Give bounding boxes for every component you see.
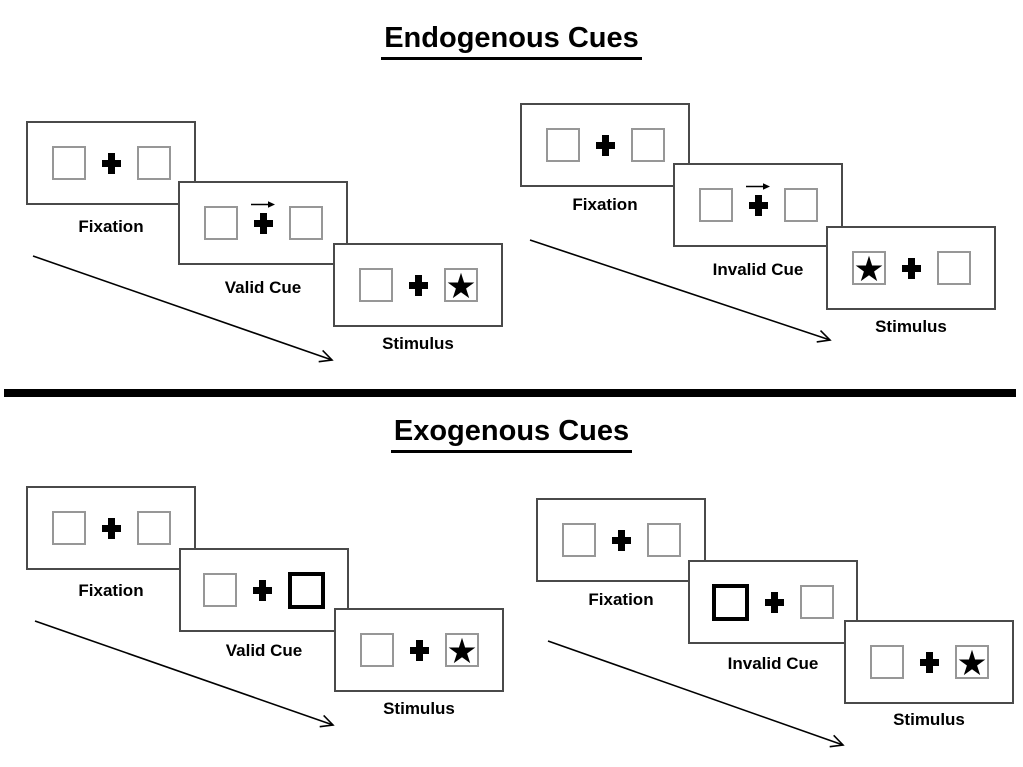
fixation-cross-icon — [101, 152, 121, 174]
placeholder-box-left — [51, 146, 86, 180]
section-title-endogenous: Endogenous Cues — [0, 22, 1023, 60]
cue-arrow-icon — [250, 200, 276, 209]
panel-valid-cue — [179, 548, 349, 632]
star-icon — [447, 272, 475, 299]
fixation-cross-icon — [409, 639, 429, 661]
star-icon — [448, 637, 476, 664]
section-divider — [4, 389, 1016, 397]
fixation-cross-icon — [253, 579, 272, 601]
step-label: Fixation — [78, 217, 144, 236]
fixation-cross-icon — [101, 517, 121, 539]
sequence-arrow-icon — [34, 620, 335, 728]
fixation-cross-icon — [611, 529, 631, 551]
cue-box-left — [712, 583, 749, 621]
section-title-text: Endogenous Cues — [381, 22, 642, 60]
placeholder-box-right — [630, 128, 665, 162]
panel-invalid-cue — [688, 560, 858, 644]
placeholder-box-left — [869, 645, 904, 679]
section-title-exogenous: Exogenous Cues — [0, 415, 1023, 453]
star-icon — [855, 255, 883, 282]
stimulus-box-right — [444, 633, 479, 667]
panel-stimulus — [333, 243, 503, 327]
step-label: Valid Cue — [225, 641, 303, 660]
placeholder-box-left — [545, 128, 580, 162]
step-label: Fixation — [572, 195, 638, 214]
step-label: Fixation — [78, 581, 144, 600]
panel-fixation — [536, 498, 706, 582]
cue-arrow-icon — [745, 182, 771, 191]
panel-fixation — [26, 486, 196, 570]
fixation-cross-icon — [748, 194, 768, 216]
panel-valid-cue — [178, 181, 348, 265]
placeholder-box-left — [203, 206, 238, 240]
step-label: Fixation — [588, 590, 654, 609]
placeholder-box-right — [800, 585, 834, 619]
placeholder-box-left — [561, 523, 596, 557]
fixation-cross-icon — [595, 134, 615, 156]
placeholder-box-left — [698, 188, 733, 222]
panel-fixation — [520, 103, 690, 187]
step-label: Valid Cue — [224, 278, 302, 297]
sequence-arrow-icon — [547, 640, 845, 748]
placeholder-box-right — [783, 188, 818, 222]
step-label: Stimulus — [893, 710, 965, 729]
fixation-cross-icon — [408, 274, 428, 296]
step-label: Invalid Cue — [727, 654, 819, 673]
placeholder-box-right — [646, 523, 681, 557]
placeholder-box-right — [136, 146, 171, 180]
cue-box-right — [288, 571, 325, 609]
placeholder-box-right — [288, 206, 323, 240]
placeholder-box-left — [359, 633, 394, 667]
star-icon — [958, 649, 986, 676]
step-label: Stimulus — [875, 317, 947, 336]
panel-stimulus — [826, 226, 996, 310]
section-title-text: Exogenous Cues — [390, 415, 633, 453]
fixation-cross-icon — [901, 257, 921, 279]
sequence-arrow-icon — [529, 239, 832, 343]
sequence-arrow-icon — [32, 255, 334, 363]
placeholder-box-right — [936, 251, 971, 285]
panel-stimulus — [334, 608, 504, 692]
placeholder-box-left — [203, 573, 237, 607]
stimulus-box-right — [443, 268, 478, 302]
fixation-cross-icon — [919, 651, 939, 673]
stimulus-box-right — [954, 645, 989, 679]
placeholder-box-right — [136, 511, 171, 545]
panel-invalid-cue — [673, 163, 843, 247]
placeholder-box-left — [51, 511, 86, 545]
fixation-cross-icon — [765, 591, 784, 613]
panel-stimulus — [844, 620, 1014, 704]
step-label: Stimulus — [383, 699, 455, 718]
placeholder-box-left — [358, 268, 393, 302]
step-label: Stimulus — [382, 334, 454, 353]
panel-fixation — [26, 121, 196, 205]
stimulus-box-left — [851, 251, 886, 285]
fixation-cross-icon — [253, 212, 273, 234]
step-label: Invalid Cue — [712, 260, 804, 279]
